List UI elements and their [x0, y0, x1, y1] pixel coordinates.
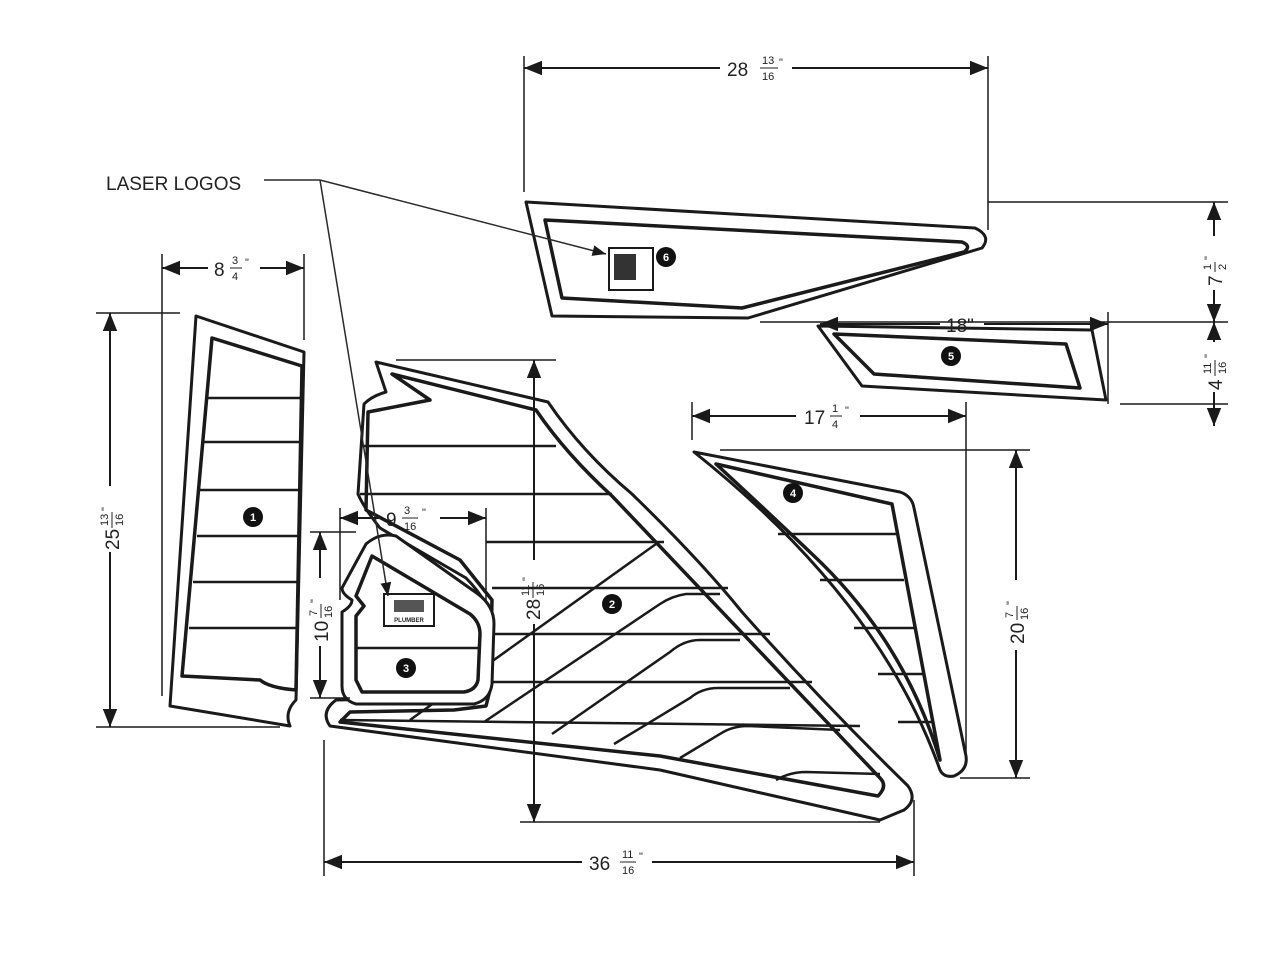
svg-text:": " — [1203, 256, 1215, 260]
badge-4: 4 — [783, 483, 803, 503]
svg-text:1: 1 — [832, 403, 838, 415]
badge-5: 5 — [941, 346, 961, 366]
svg-text:": " — [779, 57, 783, 69]
svg-text:25: 25 — [103, 529, 124, 550]
svg-text:16: 16 — [114, 514, 126, 526]
svg-text:13: 13 — [99, 514, 111, 526]
dim-piece1-height: 25 13 16 " — [96, 312, 280, 728]
svg-text:4: 4 — [832, 419, 838, 431]
dim-piece1-width: 8 3 4 " — [161, 254, 305, 696]
svg-text:": " — [639, 851, 643, 863]
badge-1: 1 — [243, 507, 263, 527]
svg-text:16: 16 — [535, 584, 547, 596]
svg-text:28: 28 — [524, 599, 545, 620]
svg-text:13: 13 — [762, 55, 774, 67]
svg-text:16: 16 — [1019, 608, 1031, 620]
piece-1: 1 — [168, 314, 306, 728]
piece-4: 4 — [692, 450, 968, 778]
laser-logos-label: LASER LOGOS — [106, 174, 241, 195]
dim-piece4-height: 20 7 16 " — [720, 449, 1031, 779]
svg-text:": " — [422, 507, 426, 519]
logo-mark-icon — [394, 600, 424, 612]
dim-bottom-width: 36 11 16 " — [323, 740, 915, 877]
svg-text:7: 7 — [1004, 612, 1016, 618]
dim-piece3-width: 9 3 16 " — [339, 505, 487, 600]
svg-text:2: 2 — [1217, 264, 1229, 270]
logo-mark-icon — [614, 254, 636, 280]
svg-text:": " — [1203, 354, 1215, 358]
svg-text:": " — [309, 599, 321, 603]
svg-text:11: 11 — [1202, 363, 1214, 374]
svg-text:16: 16 — [762, 71, 774, 83]
piece-5: 5 — [816, 324, 1108, 402]
piece-1-grooves — [189, 396, 302, 630]
svg-text:11: 11 — [622, 849, 633, 861]
svg-text:5: 5 — [948, 351, 954, 363]
badge-3: 3 — [396, 658, 416, 678]
svg-text:3: 3 — [404, 505, 410, 517]
badge-2: 2 — [602, 594, 622, 614]
piece-2-grooves — [339, 444, 881, 782]
svg-text:3: 3 — [232, 255, 238, 267]
svg-text:7: 7 — [1206, 275, 1227, 286]
svg-text:9: 9 — [386, 510, 397, 531]
svg-text:16: 16 — [404, 521, 416, 533]
svg-text:": " — [100, 507, 112, 511]
svg-text:16: 16 — [1217, 362, 1229, 374]
svg-text:20: 20 — [1008, 623, 1029, 644]
svg-text:18": 18" — [946, 316, 974, 337]
piece-6: 6 — [524, 200, 988, 320]
svg-text:8: 8 — [214, 260, 225, 281]
svg-text:16: 16 — [323, 606, 335, 618]
dim-right-heights: 7 1 2 " 4 11 16 " — [760, 201, 1229, 426]
svg-text:28: 28 — [727, 60, 748, 81]
svg-text:11: 11 — [520, 585, 532, 596]
svg-text:": " — [1005, 601, 1017, 605]
svg-text:4: 4 — [1206, 379, 1227, 390]
dim-piece3-height: 10 7 16 " — [308, 531, 356, 699]
svg-text:6: 6 — [663, 252, 669, 264]
svg-text:36: 36 — [589, 854, 610, 875]
laser-logos-callout: LASER LOGOS — [106, 174, 607, 597]
svg-text:1: 1 — [1202, 264, 1214, 270]
svg-text:": " — [245, 257, 249, 269]
logo-text: PLUMBER — [394, 618, 424, 624]
svg-text:7: 7 — [308, 610, 320, 616]
svg-text:16: 16 — [622, 865, 634, 877]
svg-text:17: 17 — [804, 408, 825, 429]
svg-text:2: 2 — [609, 599, 615, 611]
svg-text:3: 3 — [403, 663, 409, 675]
svg-text:": " — [845, 405, 849, 417]
piece-4-grooves — [778, 532, 934, 724]
dim-piece2-height: 28 11 16 " — [396, 359, 880, 823]
svg-text:4: 4 — [232, 271, 238, 283]
svg-text:10: 10 — [312, 621, 333, 642]
dim-piece4-width: 17 1 4 " — [691, 402, 967, 760]
svg-text:4: 4 — [790, 488, 797, 500]
svg-text:": " — [521, 577, 533, 581]
svg-text:1: 1 — [250, 512, 256, 524]
badge-6: 6 — [656, 247, 676, 267]
dim-top-width: 28 13 16 " — [523, 55, 989, 230]
